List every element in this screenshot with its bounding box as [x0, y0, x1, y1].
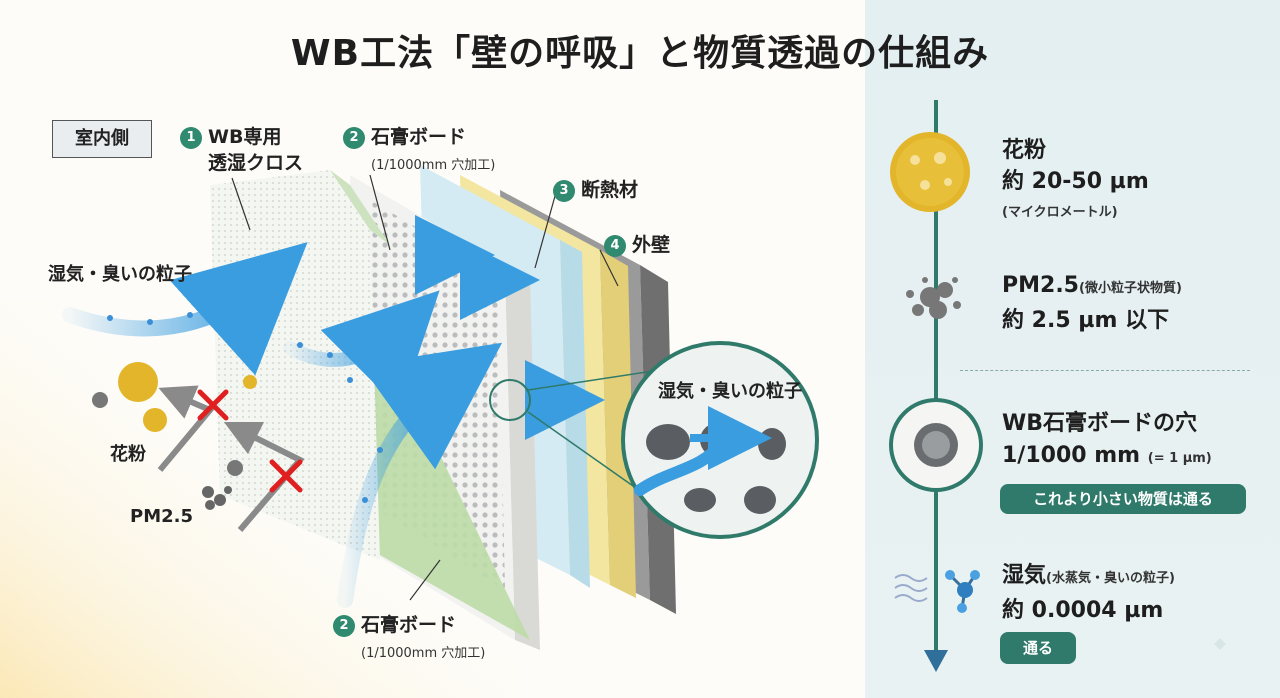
layer-1-number: 1	[180, 126, 202, 149]
legend-pm-name-note: (微小粒子状物質)	[1079, 281, 1182, 296]
legend-divider	[960, 370, 1250, 371]
pollen-particle-2	[143, 408, 167, 432]
pm-cluster	[202, 486, 232, 510]
legend-pm-icon	[906, 277, 961, 319]
moisture-arrow-3	[337, 342, 503, 608]
moisture-arrow-2	[283, 290, 440, 410]
block-mark-1	[197, 389, 229, 421]
layer-cloth-edge	[330, 170, 390, 245]
legend-hole-icon	[889, 398, 983, 492]
layer-4-name: 外壁	[632, 234, 671, 256]
size-axis-arrow	[924, 650, 948, 672]
bottom-layer-label: 2 石膏ボード (1/1000mm 穴加工)	[333, 612, 485, 667]
legend-hole-size-note: (= 1 µm)	[1147, 451, 1212, 466]
zoom-source-ring	[489, 379, 531, 421]
legend-pm-name: PM2.5	[1002, 273, 1079, 298]
legend-hole-badge: これより小さい物質は通る	[1000, 484, 1246, 514]
leader-cloth	[231, 177, 251, 231]
layer-3-number: 3	[553, 179, 575, 202]
layer-1-name2: 透湿クロス	[208, 152, 304, 174]
pollen-label: 花粉	[110, 444, 146, 465]
legend-hole-size: 1/1000 mm	[1002, 443, 1141, 468]
indoor-side-label: 室内側	[52, 120, 152, 158]
leader-outer-wall	[599, 249, 619, 287]
leader-gypsum	[369, 174, 391, 251]
moisture-label: 湿気・臭いの粒子	[48, 264, 192, 285]
legend-hole: WB石膏ボードの穴 1/1000 mm (= 1 µm)	[1002, 408, 1212, 475]
legend-pollen-icon	[890, 132, 970, 212]
legend-moisture-size: 約 0.0004 µm	[1002, 598, 1164, 623]
layer-4-number: 4	[604, 234, 626, 257]
pm-particle-2	[227, 460, 243, 476]
bottom-layer-number: 2	[333, 614, 355, 637]
layer-2-number: 2	[343, 126, 365, 149]
zoom-label: 湿気・臭いの粒子	[658, 381, 802, 402]
page-title: WB工法「壁の呼吸」と物質透過の仕組み	[290, 33, 990, 74]
legend-pollen-name: 花粉	[1002, 138, 1047, 163]
bottom-layer-name: 石膏ボード	[361, 614, 457, 636]
layer-4-label: 4 外壁	[604, 230, 670, 257]
legend-hole-name: WB石膏ボードの穴	[1002, 411, 1198, 436]
pollen-particle-3	[243, 375, 257, 389]
layer-insulation-edge	[600, 250, 636, 598]
legend-pollen: 花粉 約 20-50 µm (マイクロメートル)	[1002, 135, 1149, 228]
layer-3-label: 3 断熱材	[553, 175, 638, 202]
bottom-layer-sub: (1/1000mm 穴加工)	[361, 646, 486, 661]
legend-moisture-name: 湿気	[1002, 563, 1047, 588]
pm-particle-1	[92, 392, 108, 408]
legend-moisture-badge: 通る	[1000, 632, 1076, 664]
legend-moisture-name-note: (水蒸気・臭いの粒子)	[1046, 571, 1175, 586]
legend-pollen-note: (マイクロメートル)	[1002, 205, 1118, 220]
zoom-line-top	[527, 369, 661, 391]
pm-label: PM2.5	[130, 506, 193, 527]
legend-pollen-size: 約 20-50 µm	[1002, 169, 1149, 194]
legend-moisture: 湿気(水蒸気・臭いの粒子) 約 0.0004 µm	[1002, 560, 1175, 627]
legend-pm-size: 約 2.5 µm 以下	[1002, 308, 1170, 333]
layer-2-sub: (1/1000mm 穴加工)	[371, 158, 496, 173]
layer-1-name: WB専用	[208, 126, 282, 148]
layer-2-label: 2 石膏ボード (1/1000mm 穴加工)	[343, 124, 495, 179]
layer-1-label: 1 WB専用 透湿クロス	[180, 124, 303, 176]
legend-pm: PM2.5(微小粒子状物質) 約 2.5 µm 以下	[1002, 270, 1182, 337]
moisture-arrow-1	[62, 242, 308, 376]
sparkle-icon	[1214, 638, 1226, 650]
legend-moisture-icon	[894, 570, 980, 613]
layer-3-name: 断熱材	[581, 179, 639, 201]
block-mark-2	[269, 459, 303, 493]
moisture-dots	[107, 312, 383, 503]
layer-2-name: 石膏ボード	[371, 126, 467, 148]
pollen-particle-1	[118, 362, 158, 402]
leader-bottom-gypsum	[409, 559, 441, 601]
